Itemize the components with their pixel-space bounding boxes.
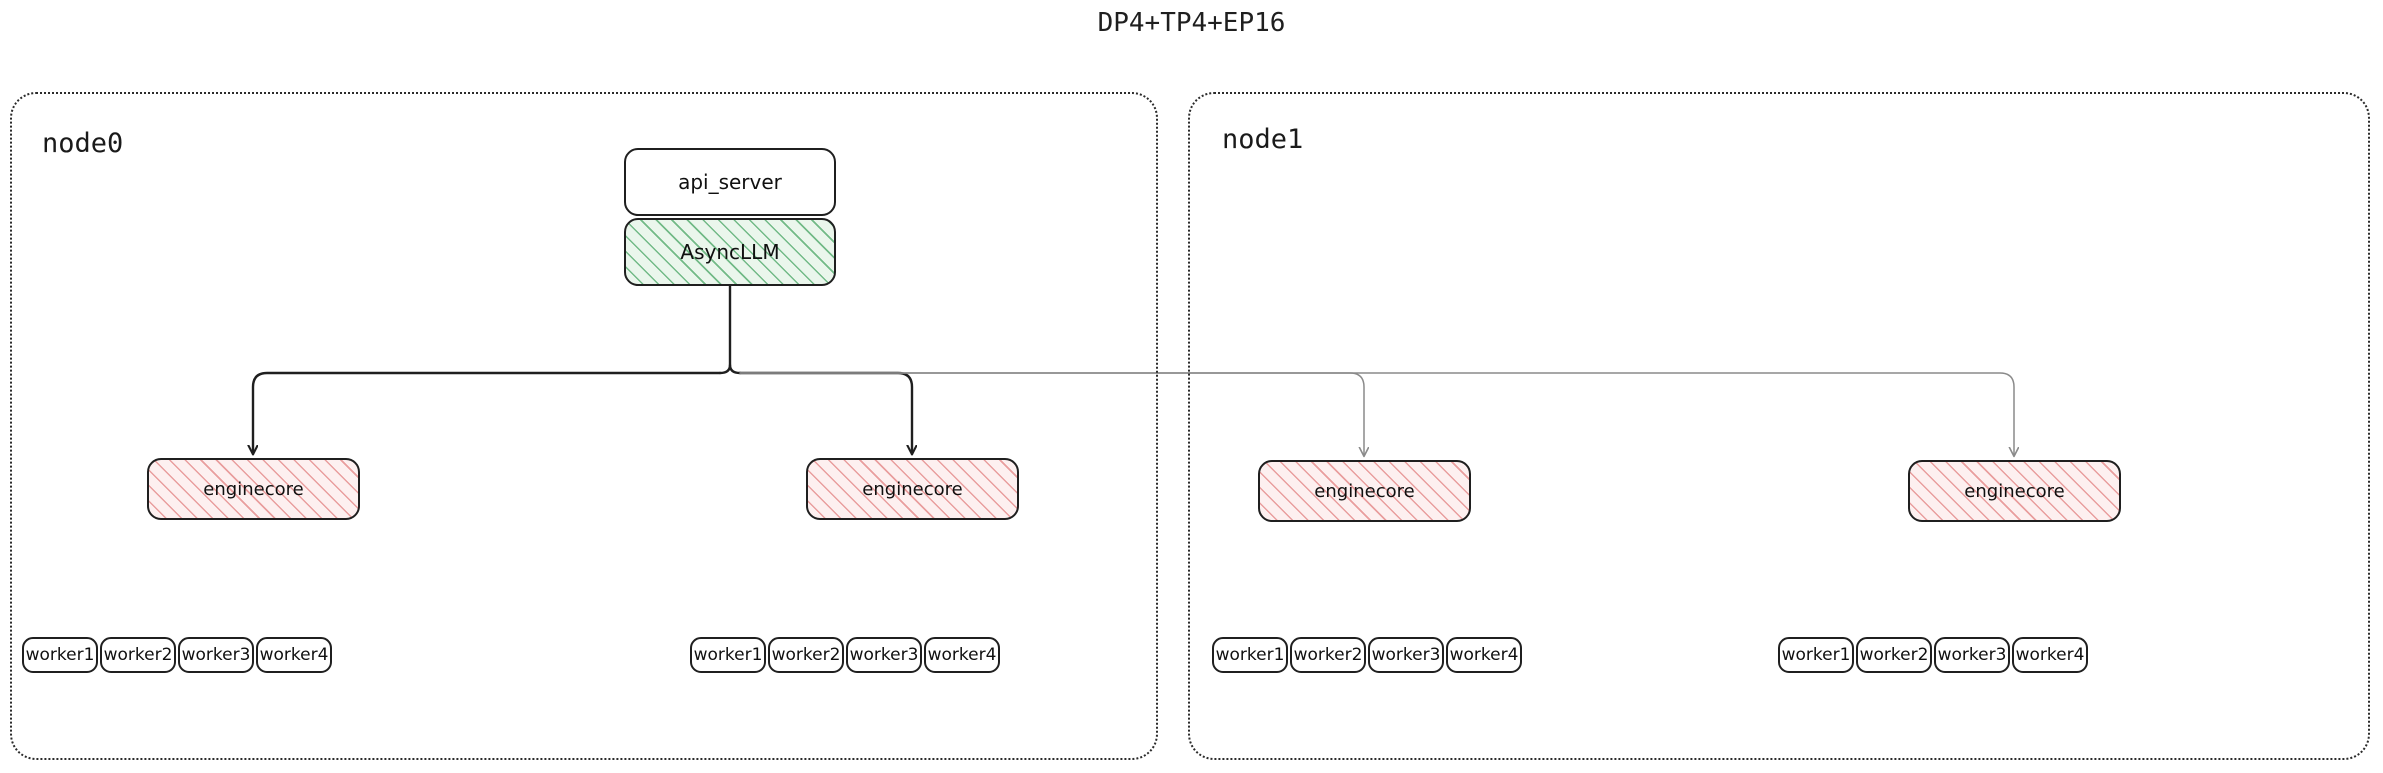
node-label-node1: node1 [1222, 124, 1304, 155]
async-llm-box-label: AsyncLLM [680, 240, 780, 264]
worker-box-label: worker3 [1937, 645, 2007, 665]
api-server-box[interactable]: api_server [624, 148, 836, 216]
page-title: DP4+TP4+EP16 [1097, 8, 1286, 38]
worker-box-label: worker4 [259, 645, 329, 665]
enginecore-box[interactable]: enginecore [147, 458, 360, 520]
worker-box-label: worker2 [1293, 645, 1363, 665]
worker-box[interactable]: worker4 [924, 637, 1000, 673]
worker-box-label: worker4 [1449, 645, 1519, 665]
enginecore-box[interactable]: enginecore [806, 458, 1019, 520]
node-label-node0: node0 [42, 128, 124, 159]
enginecore-box-label: enginecore [862, 478, 963, 500]
worker-box-label: worker2 [1859, 645, 1929, 665]
worker-box[interactable]: worker1 [22, 637, 98, 673]
enginecore-box-label: enginecore [1314, 480, 1415, 502]
enginecore-box-label: enginecore [203, 478, 304, 500]
worker-box[interactable]: worker2 [100, 637, 176, 673]
enginecore-box[interactable]: enginecore [1258, 460, 1471, 522]
node-container-node0 [10, 92, 1158, 760]
worker-box-label: worker2 [103, 645, 173, 665]
worker-box-label: worker4 [2015, 645, 2085, 665]
worker-box-label: worker1 [1781, 645, 1851, 665]
worker-box-label: worker1 [1215, 645, 1285, 665]
worker-box[interactable]: worker3 [846, 637, 922, 673]
api-server-box-label: api_server [678, 170, 782, 194]
worker-box[interactable]: worker3 [178, 637, 254, 673]
worker-box[interactable]: worker3 [1368, 637, 1444, 673]
worker-box-label: worker3 [181, 645, 251, 665]
worker-box[interactable]: worker4 [256, 637, 332, 673]
enginecore-box[interactable]: enginecore [1908, 460, 2121, 522]
worker-box[interactable]: worker2 [768, 637, 844, 673]
worker-box-label: worker4 [927, 645, 997, 665]
worker-box[interactable]: worker4 [2012, 637, 2088, 673]
worker-box[interactable]: worker2 [1290, 637, 1366, 673]
worker-box[interactable]: worker2 [1856, 637, 1932, 673]
enginecore-box-label: enginecore [1964, 480, 2065, 502]
worker-box[interactable]: worker4 [1446, 637, 1522, 673]
worker-box[interactable]: worker1 [1212, 637, 1288, 673]
worker-box-label: worker3 [849, 645, 919, 665]
worker-box[interactable]: worker1 [1778, 637, 1854, 673]
node-container-node1 [1188, 92, 2370, 760]
worker-box-label: worker2 [771, 645, 841, 665]
worker-box-label: worker1 [25, 645, 95, 665]
worker-box[interactable]: worker3 [1934, 637, 2010, 673]
worker-box-label: worker3 [1371, 645, 1441, 665]
async-llm-box[interactable]: AsyncLLM [624, 218, 836, 286]
worker-box-label: worker1 [693, 645, 763, 665]
worker-box[interactable]: worker1 [690, 637, 766, 673]
